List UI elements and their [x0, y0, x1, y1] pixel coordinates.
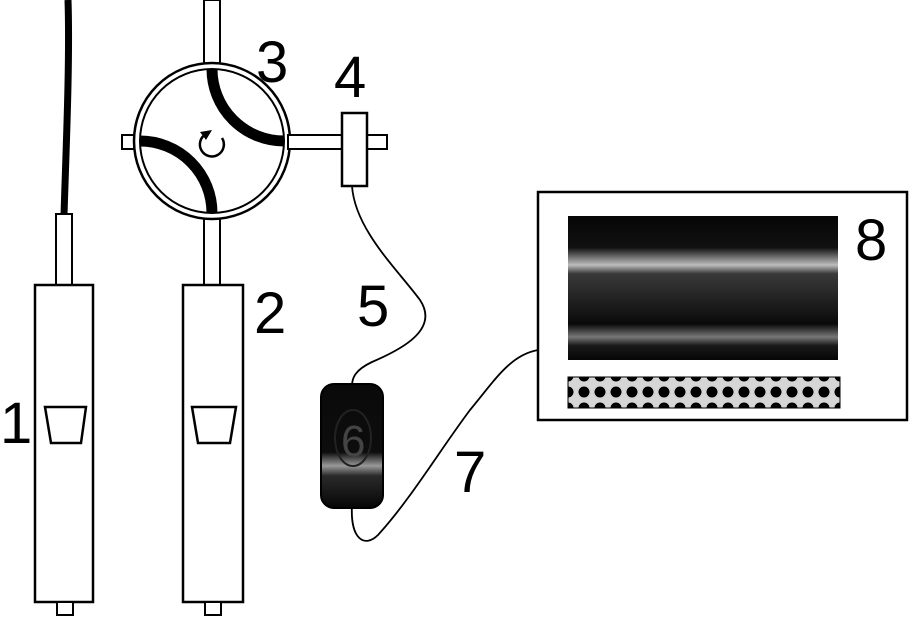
sensor-bezel — [334, 409, 372, 467]
label-1: 1 — [0, 391, 32, 456]
pump-2-window — [190, 405, 238, 445]
connector-body — [340, 111, 369, 188]
monitor-screen — [568, 216, 838, 360]
label-8: 8 — [855, 208, 887, 273]
syringe-pump-2 — [181, 214, 245, 616]
tube-pump-1-light — [55, 213, 73, 287]
cable-5 — [351, 185, 427, 387]
label-5: 5 — [357, 274, 389, 339]
t-connector — [287, 111, 388, 188]
valve-channel-lower — [139, 135, 218, 214]
pump-1-plunger-tip — [56, 601, 74, 616]
pump-2-plunger-tip — [204, 601, 222, 616]
pump-1-window — [43, 405, 88, 445]
display-monitor — [536, 190, 909, 422]
label-7: 7 — [454, 440, 486, 505]
connector-inlet-tube — [287, 134, 345, 150]
rotation-arrow-icon — [198, 130, 226, 158]
monitor-dot-strip — [567, 376, 841, 409]
cable-7 — [351, 349, 539, 542]
label-4: 4 — [334, 45, 366, 110]
rotary-valve — [121, 0, 292, 221]
tube-pump-2 — [203, 214, 221, 287]
sensor-unit: 6 — [320, 383, 384, 509]
valve-inlet-top — [203, 0, 221, 67]
connector-outlet-tube — [366, 134, 388, 150]
label-2: 2 — [254, 281, 286, 346]
label-3: 3 — [256, 30, 288, 95]
label-6: 6 — [341, 417, 365, 466]
syringe-pump-1 — [33, 0, 95, 616]
sensor-body — [320, 383, 384, 509]
valve-channel-upper — [206, 68, 285, 147]
tube-pump-1-dark — [60, 0, 73, 216]
